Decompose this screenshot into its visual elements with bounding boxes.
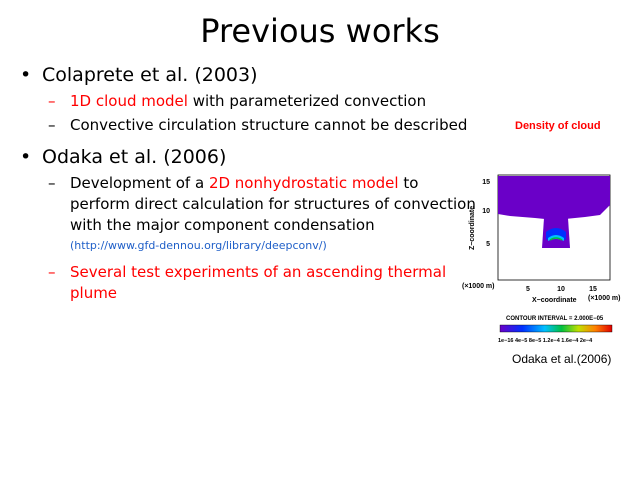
sub-line: with the major component condensation — [70, 216, 375, 234]
x-unit-left: (×1000 m) — [462, 283, 495, 290]
plume-core-green — [549, 237, 563, 241]
x-tick-label: 10 — [557, 286, 565, 293]
bullet-dot-icon: • — [20, 64, 32, 86]
y-tick-labels: 15 10 5 — [482, 179, 490, 248]
colorbar — [499, 324, 613, 333]
cloud-density-figure: 15 10 5 Z−coordinate 5 10 15 (×1000 m) (… — [462, 174, 621, 344]
bullet-colaprete: • Colaprete et al. (2003) — [20, 64, 258, 86]
x-tick-label: 15 — [589, 286, 597, 293]
sub-bullet-experiments: – Several test experiments of an ascendi… — [48, 262, 447, 304]
highlight-1d-model: 1D cloud model — [70, 92, 188, 110]
figure-caption: Odaka et al.(2006) — [512, 352, 612, 366]
y-axis-label: Z−coordinate — [469, 206, 476, 250]
sub-line: perform direct calculation for structure… — [70, 195, 476, 213]
sub-bullet-2d-model: – Development of a 2D nonhydrostatic mod… — [48, 173, 476, 236]
x-axis-label: X−coordinate — [532, 297, 577, 304]
slide-title: Previous works — [200, 12, 440, 50]
deepconv-link[interactable]: (http://www.gfd-dennou.org/library/deepc… — [70, 239, 327, 252]
x-tick-label: 5 — [526, 286, 530, 293]
dash-icon: – — [48, 174, 56, 192]
contour-interval: CONTOUR INTERVAL = 2.000E−05 — [506, 316, 604, 322]
sub-bullet-1d-model: – 1D cloud model with parameterized conv… — [48, 91, 427, 112]
bullet-text: Odaka et al. (2006) — [42, 146, 227, 168]
colorbar-labels: 1e−16 4e−5 8e−5 1.2e−4 1.6e−4 2e−4 — [498, 338, 593, 344]
bullet-dot-icon: • — [20, 146, 32, 168]
x-tick-labels: 5 10 15 — [526, 286, 597, 293]
sub-line: Several test experiments of an ascending… — [70, 263, 447, 281]
sub-text: with parameterized convection — [187, 92, 427, 110]
cloud-layer — [498, 176, 610, 220]
highlight-2d-model: 2D nonhydrostatic model — [208, 174, 399, 192]
sub-text: Convective circulation structure cannot … — [70, 116, 468, 134]
sub-line: Development of a 2D nonhydrostatic model… — [70, 174, 419, 192]
bullet-text: Colaprete et al. (2003) — [42, 64, 258, 86]
figure-title: Density of cloud — [515, 120, 601, 132]
dash-icon: – — [48, 92, 56, 110]
dash-icon: – — [48, 263, 56, 281]
sub-line: plume — [70, 284, 118, 302]
sub-bullet-convective: – Convective circulation structure canno… — [48, 115, 468, 136]
y-tick-label: 10 — [482, 208, 490, 215]
y-tick-label: 5 — [486, 241, 490, 248]
x-unit-right: (×1000 m) — [588, 295, 621, 302]
dash-icon: – — [48, 116, 56, 134]
y-tick-label: 15 — [482, 179, 490, 186]
bullet-odaka: • Odaka et al. (2006) — [20, 146, 227, 168]
